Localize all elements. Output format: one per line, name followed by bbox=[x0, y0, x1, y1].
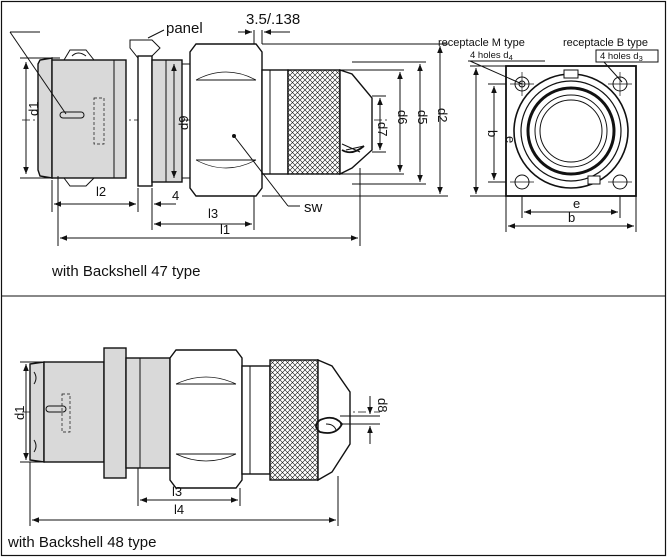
dim-l2: l2 bbox=[96, 184, 106, 199]
svg-text:4 holes d4: 4 holes d4 bbox=[470, 50, 513, 62]
label-holes-d3-sub: 3 bbox=[639, 54, 643, 63]
caption-backshell-48: with Backshell 48 type bbox=[7, 534, 156, 551]
label-holes-d4-sub: 4 bbox=[509, 53, 513, 62]
dim-e-vertical: e bbox=[503, 136, 518, 143]
dim-d8: d8 bbox=[375, 398, 390, 412]
label-holes-d4: 4 holes d bbox=[470, 50, 509, 61]
dim-l4: l4 bbox=[174, 502, 184, 517]
connector-47-side-view bbox=[22, 39, 390, 197]
dim-b-vertical: b bbox=[485, 130, 500, 137]
dimension-annotations-48: d1 d8 l3 l4 with Backshell 48 type bbox=[7, 361, 390, 551]
dim-b-horizontal: b bbox=[568, 210, 575, 225]
label-panel: panel bbox=[166, 20, 203, 37]
dim-d5: d5 bbox=[415, 110, 430, 124]
connector-48-side-view bbox=[22, 347, 380, 489]
dim-d6: d6 bbox=[395, 110, 410, 124]
dimension-annotations-47: panel 3.5/.138 d1 d9 d7 d6 d5 bbox=[9, 11, 450, 280]
dim-e-horizontal: e bbox=[573, 196, 580, 211]
receptacle-front-view: receptacle M type receptacle B type 4 ho… bbox=[438, 37, 659, 232]
label-sw: sw bbox=[304, 199, 323, 216]
caption-backshell-47: with Backshell 47 type bbox=[51, 263, 200, 280]
dim-4: 4 bbox=[172, 188, 179, 203]
dim-d9: d9 bbox=[176, 116, 191, 130]
dim-d1: d1 bbox=[26, 102, 41, 116]
label-holes-d3: 4 holes d bbox=[600, 51, 639, 62]
dim-l3-bottom: l3 bbox=[172, 484, 182, 499]
svg-text:4 holes d3: 4 holes d3 bbox=[600, 51, 643, 63]
label-receptacle-b: receptacle B type bbox=[563, 37, 648, 49]
dim-d7: d7 bbox=[375, 122, 390, 136]
label-receptacle-m: receptacle M type bbox=[438, 37, 525, 49]
label-spacing: 3.5/.138 bbox=[246, 11, 300, 28]
dim-d1-bottom: d1 bbox=[12, 406, 27, 420]
dim-l1: l1 bbox=[220, 222, 230, 237]
dim-d2: d2 bbox=[435, 108, 450, 122]
dim-l3-top: l3 bbox=[208, 206, 218, 221]
